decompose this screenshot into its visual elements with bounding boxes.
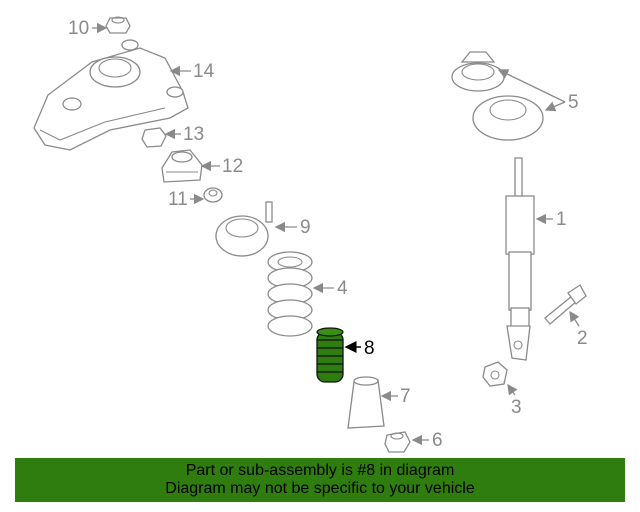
callout-7: 7 bbox=[380, 386, 411, 407]
banner-line-2: Diagram may not be specific to your vehi… bbox=[165, 480, 475, 497]
strut-assembly bbox=[505, 157, 535, 361]
callout-10: 10 bbox=[68, 18, 108, 39]
nut-3 bbox=[482, 361, 508, 387]
callout-11: 11 bbox=[168, 189, 205, 210]
bump-stop-highlighted bbox=[316, 327, 344, 383]
svg-text:4: 4 bbox=[337, 278, 348, 299]
washer bbox=[203, 187, 223, 203]
svg-text:10: 10 bbox=[68, 18, 89, 39]
callout-4: 4 bbox=[312, 278, 348, 299]
svg-text:5: 5 bbox=[568, 92, 579, 113]
callout-14: 14 bbox=[169, 61, 215, 82]
nut-6 bbox=[384, 431, 411, 453]
svg-text:8: 8 bbox=[364, 338, 375, 359]
info-banner: Part or sub-assembly is #8 in diagram Di… bbox=[15, 458, 625, 502]
svg-text:13: 13 bbox=[183, 124, 204, 145]
upper-spring-seats bbox=[451, 51, 544, 141]
callout-8: 8 bbox=[344, 338, 375, 359]
callout-5: 5 bbox=[497, 69, 579, 113]
callout-2: 2 bbox=[569, 310, 588, 349]
callout-9: 9 bbox=[274, 217, 311, 238]
svg-text:9: 9 bbox=[300, 217, 311, 238]
svg-text:11: 11 bbox=[168, 189, 188, 210]
callout-3: 3 bbox=[507, 383, 522, 418]
coil-spring bbox=[267, 251, 313, 337]
dust-boot bbox=[347, 376, 385, 429]
bolt bbox=[544, 284, 587, 325]
svg-text:7: 7 bbox=[400, 386, 411, 407]
svg-text:6: 6 bbox=[432, 430, 443, 451]
svg-text:2: 2 bbox=[577, 328, 588, 349]
svg-text:3: 3 bbox=[511, 397, 522, 418]
callout-12: 12 bbox=[200, 156, 243, 177]
svg-text:1: 1 bbox=[556, 209, 567, 230]
strut-bearing bbox=[161, 149, 203, 183]
callout-1: 1 bbox=[535, 209, 567, 230]
callout-6: 6 bbox=[411, 430, 443, 451]
callout-13: 13 bbox=[164, 124, 204, 145]
banner-line-1: Part or sub-assembly is #8 in diagram bbox=[185, 462, 455, 479]
nut-13 bbox=[141, 127, 167, 148]
spring-seat bbox=[215, 201, 273, 257]
svg-text:12: 12 bbox=[222, 156, 243, 177]
strut-mount-plate bbox=[33, 39, 189, 151]
svg-text:14: 14 bbox=[193, 61, 215, 82]
nut-10 bbox=[105, 16, 131, 34]
